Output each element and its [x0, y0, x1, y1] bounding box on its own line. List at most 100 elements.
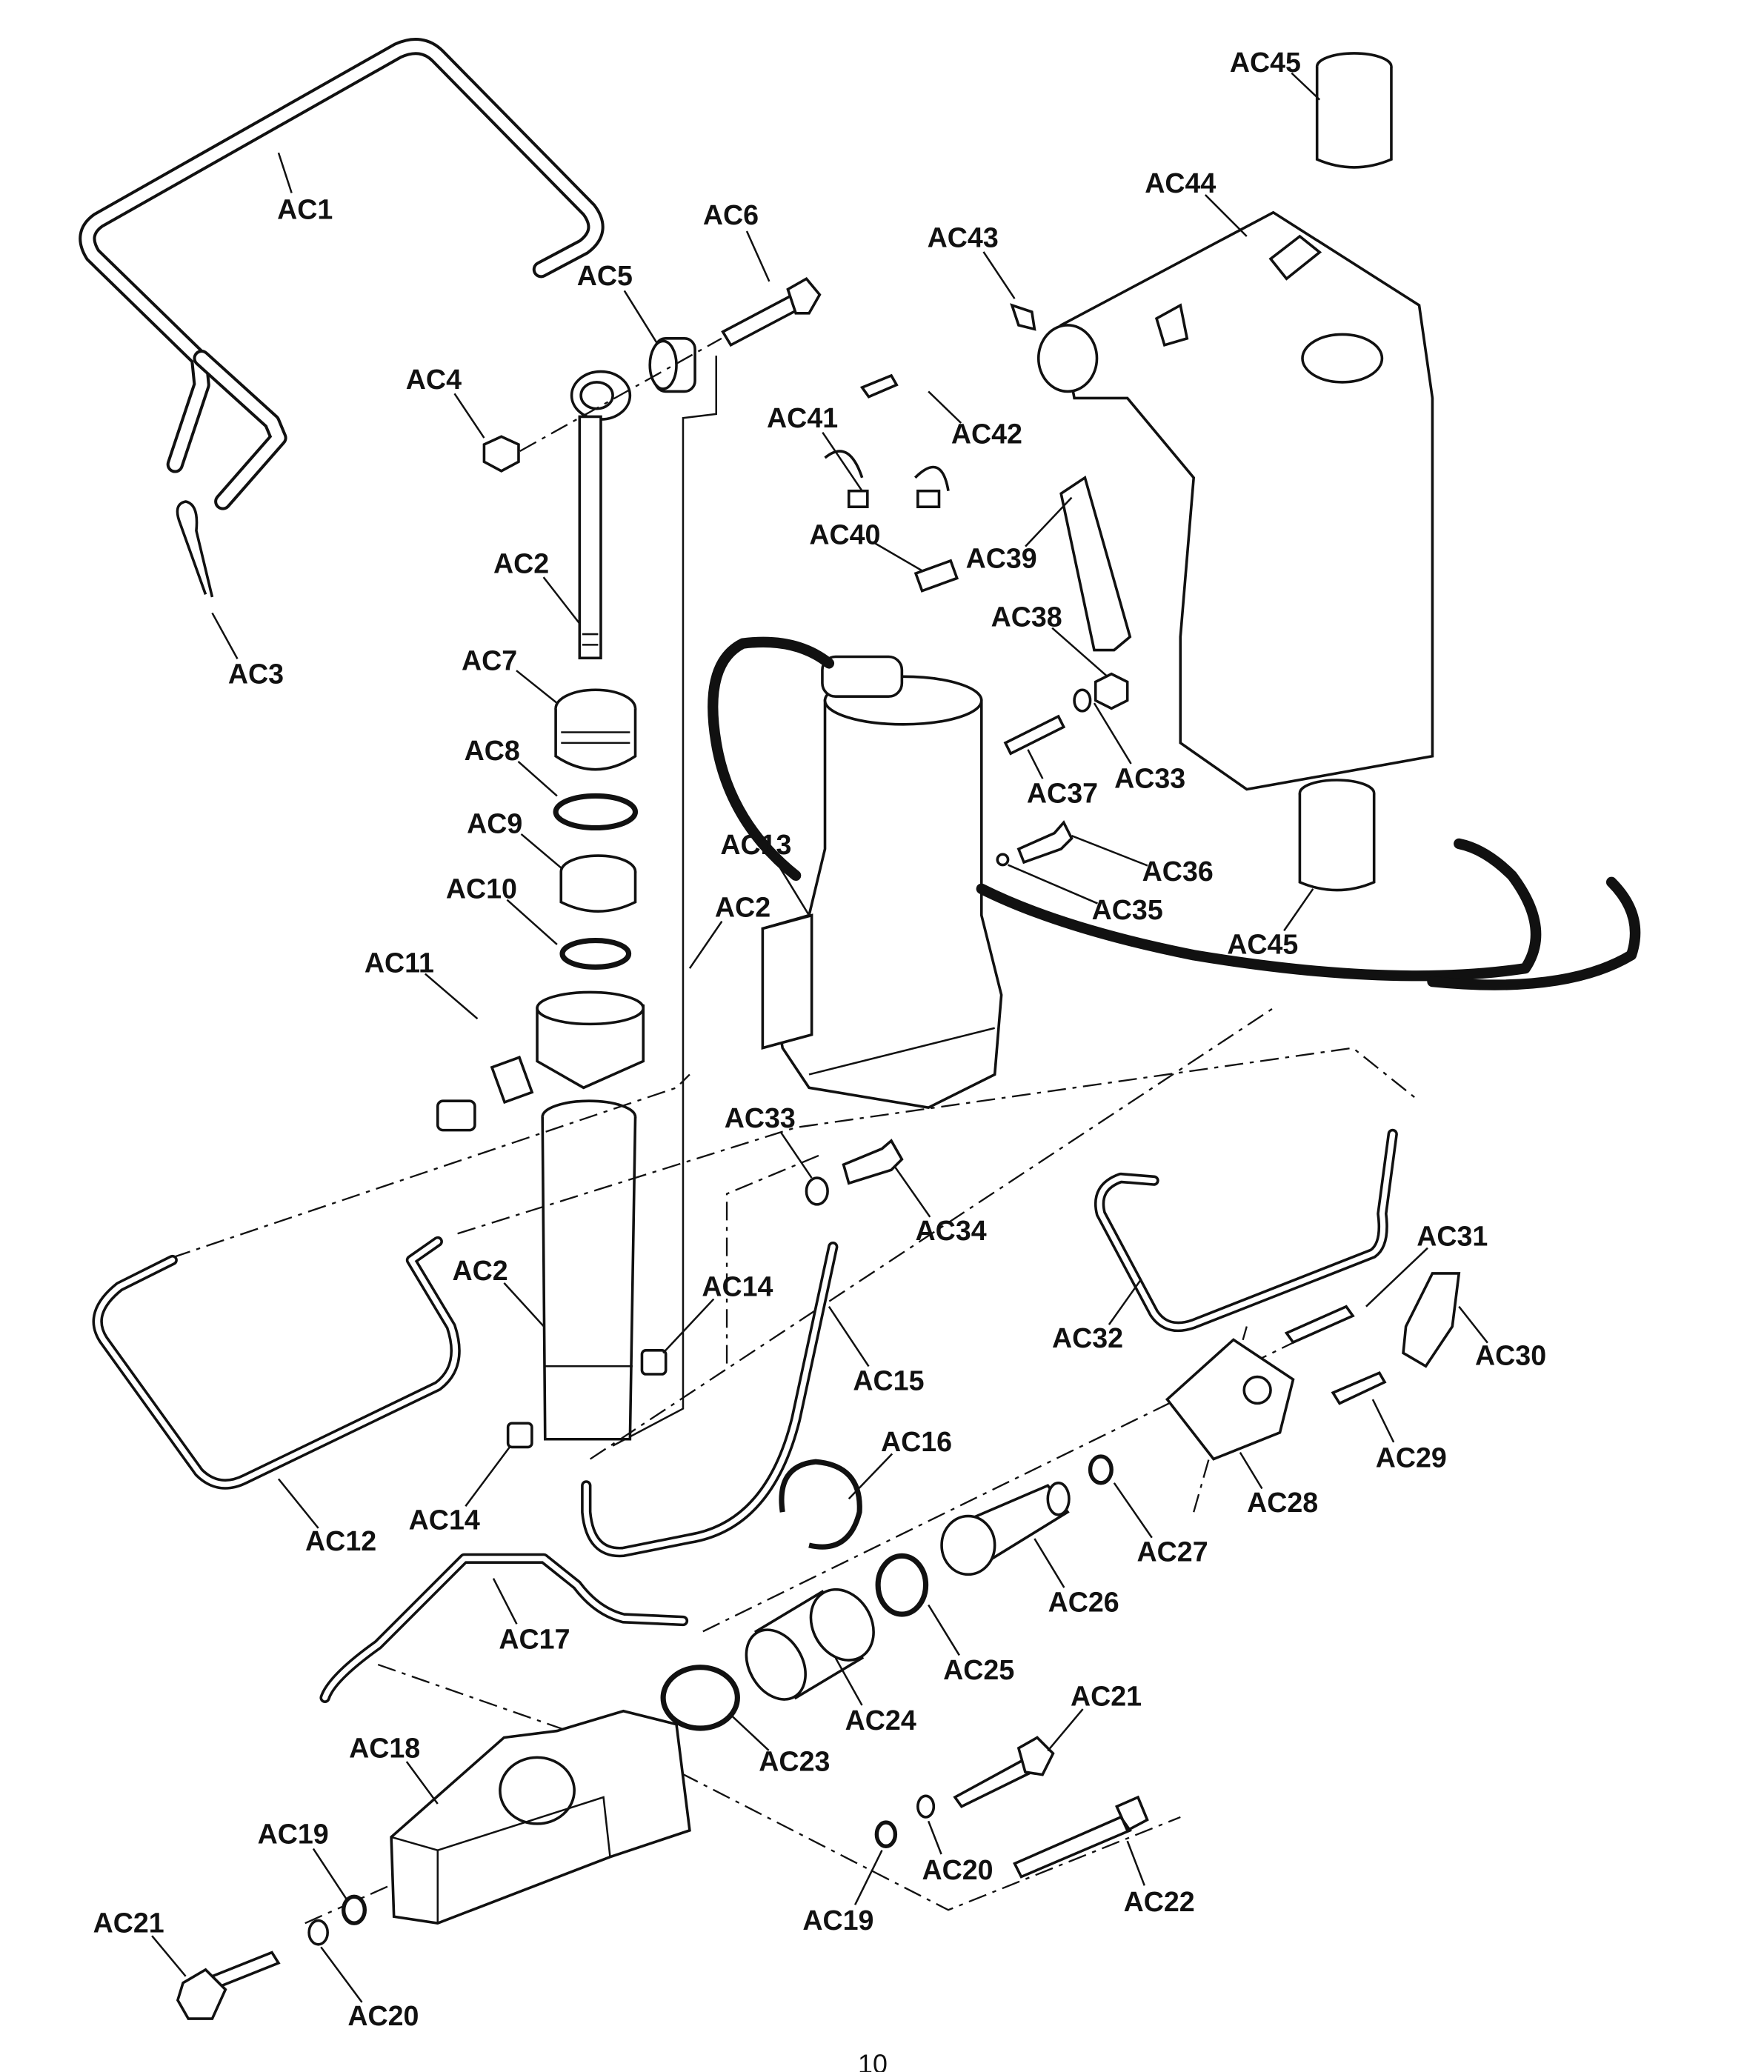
part-ac12-tube — [92, 1236, 461, 1490]
part-ac41-terminal — [916, 489, 941, 508]
leader-line — [1071, 835, 1148, 867]
callout-label-ac30: AC30 — [1475, 1339, 1546, 1370]
leader-line — [277, 152, 293, 193]
leader-line — [151, 1935, 187, 1977]
leader-line — [927, 1820, 942, 1855]
leader-line — [1108, 1279, 1142, 1325]
leader-dash — [377, 1663, 1181, 1911]
leader-line — [1365, 1247, 1428, 1308]
leader-dash — [519, 337, 722, 453]
callout-label-ac20: AC20 — [347, 2000, 419, 2031]
callout-label-ac9: AC9 — [467, 808, 522, 839]
callout-label-ac13: AC13 — [720, 829, 791, 860]
callout-label-ac15: AC15 — [853, 1365, 924, 1396]
leader-line — [1025, 496, 1073, 547]
page-number: 10 — [858, 2049, 888, 2072]
part-ac14-fitting — [506, 1348, 668, 1449]
leader-dash — [612, 356, 717, 1447]
callout-label-ac2: AC2 — [493, 548, 549, 579]
leader-line — [928, 1604, 960, 1656]
callout-label-ac4: AC4 — [406, 364, 462, 395]
leader-line — [503, 1282, 545, 1328]
leader-line — [312, 1848, 349, 1902]
part-ac40-spring — [913, 559, 959, 593]
leader-line — [1047, 1708, 1084, 1752]
callout-label-ac14: AC14 — [702, 1270, 773, 1302]
callout-label-ac19: AC19 — [258, 1819, 329, 1850]
callout-label-ac20: AC20 — [922, 1854, 994, 1885]
callout-label-ac25: AC25 — [943, 1654, 1014, 1685]
callout-label-ac45: AC45 — [1230, 47, 1301, 78]
callout-label-ac36: AC36 — [1142, 856, 1214, 887]
part-ac44-reservoir — [1036, 210, 1434, 791]
callout-label-ac18: AC18 — [349, 1732, 420, 1763]
leader-dash — [457, 1047, 1420, 1235]
callout-labels: AC1AC2AC3AC4AC5AC6AC7AC8AC9AC10AC11AC12A… — [93, 47, 1546, 2031]
part-ac24-sleeve — [745, 1588, 875, 1701]
leader-line — [425, 973, 479, 1020]
leader-line — [688, 921, 723, 969]
callout-label-ac40: AC40 — [809, 519, 880, 550]
leader-line — [1458, 1305, 1488, 1344]
leader-line — [848, 1453, 893, 1500]
leader-line — [822, 431, 863, 492]
leader-line — [465, 1445, 512, 1507]
leader-line — [1113, 1482, 1153, 1539]
callout-label-ac41: AC41 — [767, 402, 838, 433]
callout-label-ac23: AC23 — [759, 1745, 830, 1776]
leader-line — [405, 1761, 439, 1805]
leader-line — [1093, 702, 1132, 764]
callout-label-ac33: AC33 — [725, 1102, 796, 1133]
part-ac26-piston — [940, 1482, 1071, 1576]
callout-label-ac35: AC35 — [1092, 894, 1163, 925]
callout-label-ac14: AC14 — [409, 1504, 480, 1535]
part-ac11-clamp — [436, 990, 645, 1132]
leader-line — [453, 393, 485, 439]
callout-label-ac39: AC39 — [966, 543, 1037, 574]
callout-label-ac2: AC2 — [452, 1255, 507, 1286]
part-wire-harness — [976, 838, 1542, 982]
leader-line — [492, 1578, 518, 1625]
callout-label-ac5: AC5 — [577, 260, 633, 291]
leader-line — [1204, 194, 1248, 237]
part-ac6-bolt — [721, 276, 822, 347]
leader-line — [623, 290, 658, 343]
callout-label-ac26: AC26 — [1048, 1586, 1119, 1617]
callout-label-ac3: AC3 — [228, 658, 284, 689]
part-ac19-washer — [341, 1894, 367, 1925]
callout-label-ac28: AC28 — [1247, 1487, 1318, 1518]
callout-label-ac21: AC21 — [1071, 1681, 1142, 1712]
leader-line — [277, 1478, 319, 1529]
callout-label-ac33: AC33 — [1114, 763, 1185, 794]
leader-line — [1126, 1840, 1145, 1886]
part-ac25-o-ring — [875, 1553, 929, 1617]
leader-line — [211, 612, 239, 660]
part-ac36-bolt — [1016, 820, 1074, 865]
callout-label-ac11: AC11 — [365, 947, 434, 979]
part-ac20-lockwasher — [307, 1919, 329, 1946]
part-ac39-link — [1059, 475, 1132, 652]
part-ac27-o-ring — [1088, 1454, 1114, 1485]
leader-line — [1034, 1538, 1065, 1588]
callout-label-ac22: AC22 — [1124, 1886, 1195, 1917]
callout-label-ac45: AC45 — [1227, 929, 1298, 960]
leader-line — [542, 576, 581, 624]
part-ac35-washer — [996, 853, 1010, 867]
part-ac43-fitting — [1010, 303, 1036, 331]
part-ac5-bushing — [648, 337, 696, 393]
part-ac37-stud — [1003, 714, 1066, 756]
leader-line — [894, 1167, 931, 1218]
callout-label-ac31: AC31 — [1417, 1220, 1488, 1251]
callout-label-ac1: AC1 — [277, 194, 333, 225]
part-ac33-washer — [1073, 688, 1092, 713]
leader-line — [834, 1657, 863, 1706]
part-ac10-o-ring — [559, 938, 632, 970]
part-ac28-port — [1242, 1375, 1272, 1405]
callout-label-ac6: AC6 — [703, 199, 759, 230]
leader-line — [506, 899, 558, 945]
part-ac23-o-ring — [660, 1665, 740, 1731]
part-ac1-tube — [79, 38, 605, 510]
callout-label-ac44: AC44 — [1145, 167, 1216, 199]
leader-line — [982, 251, 1016, 299]
part-ac31-screw — [1284, 1305, 1355, 1345]
